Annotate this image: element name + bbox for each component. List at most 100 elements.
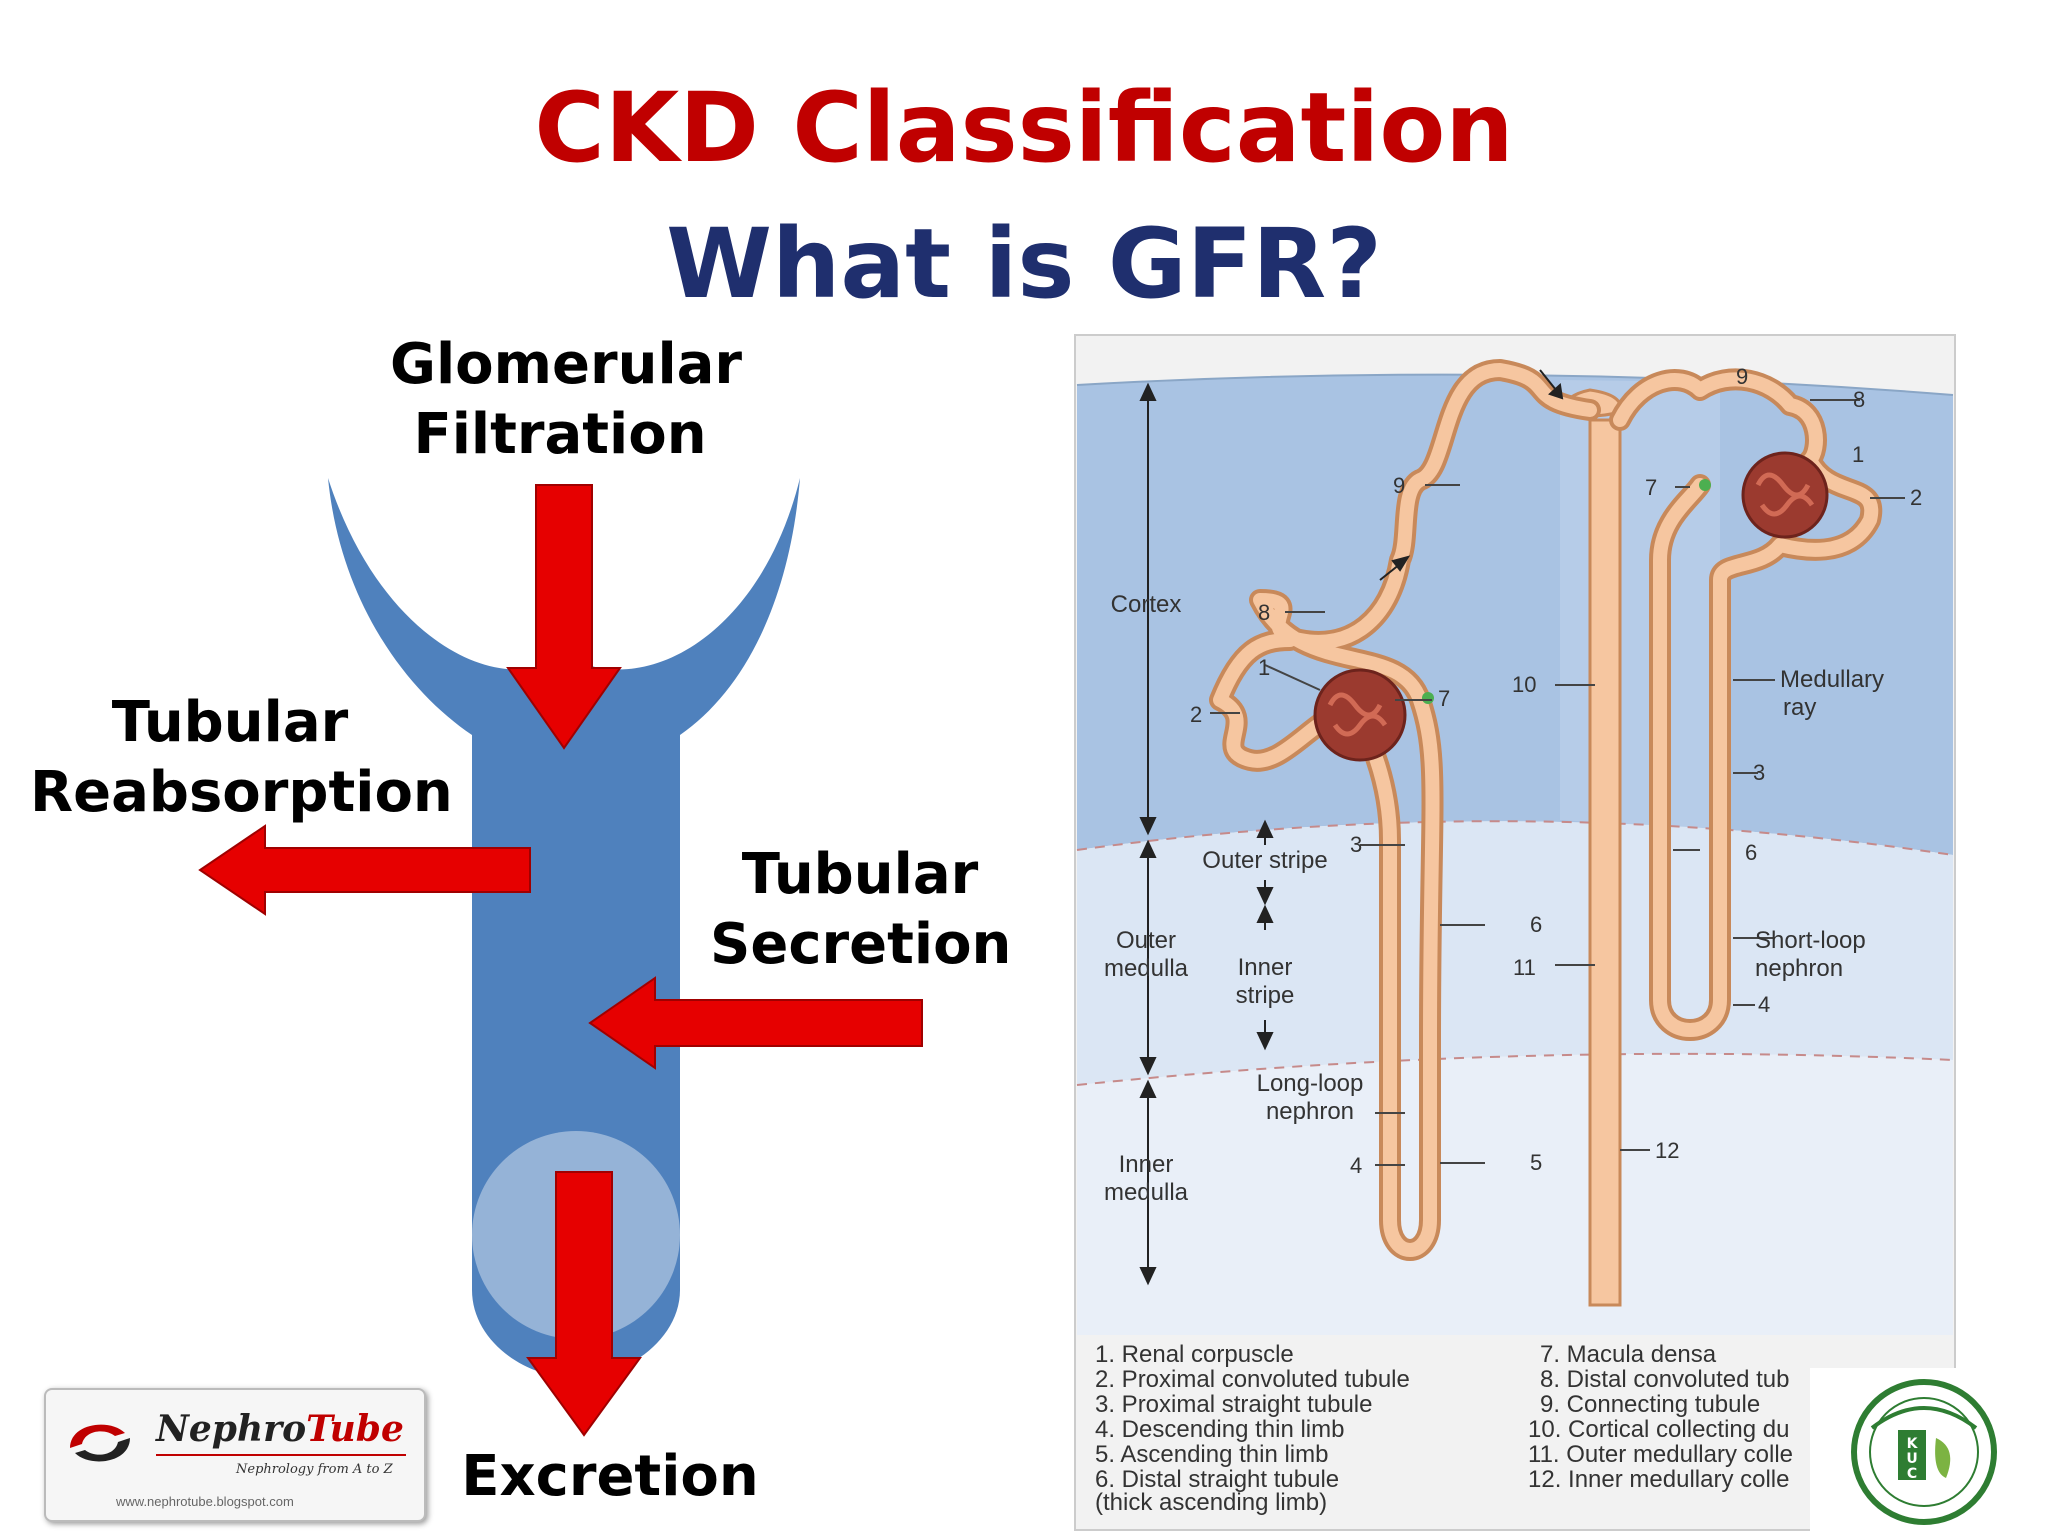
num-6-left: 6 (1530, 912, 1542, 937)
logo-divider (156, 1454, 406, 1456)
short-loop-nephron-outline (1609, 368, 1883, 1041)
kuc-letter-u: U (1906, 1451, 1917, 1467)
reabsorption-text: Tubular Reabsorption (30, 690, 453, 825)
kuc-letter-k: K (1907, 1436, 1919, 1452)
kuc-seal-icon: K U C (1851, 1379, 1997, 1525)
arrow-secretion (588, 976, 923, 1070)
legend-right-4: 10. Cortical collecting du (1528, 1416, 1789, 1443)
arrow-filtration (506, 484, 622, 750)
label-tubular-reabsorption: Tubular Reabsorption (30, 688, 453, 828)
num-3-right: 3 (1753, 760, 1765, 785)
medullary-ray-line1: Medullary (1780, 666, 1884, 693)
logo-tagline: Nephrology from A to Z (236, 1462, 393, 1477)
legend-left-3: 3. Proximal straight tubule (1095, 1391, 1372, 1418)
arrow-excretion (526, 1171, 642, 1437)
short-loop-line1: Short-loop (1755, 927, 1866, 954)
collecting-duct (1588, 418, 1622, 1307)
num-12: 12 (1655, 1138, 1679, 1163)
inner-medulla-line2: medulla (1104, 1179, 1189, 1206)
label-tubular-secretion: Tubular Secretion (710, 840, 1012, 980)
inner-stripe-line1: Inner (1238, 954, 1293, 981)
medullary-ray-line2: ray (1783, 694, 1816, 721)
num-6-right: 6 (1745, 840, 1757, 865)
number-labels: 8 2 1 7 9 10 3 6 11 4 5 12 6 3 4 9 8 1 2… (1190, 364, 1922, 1178)
figure-frame (1074, 334, 1956, 1531)
num-2-right: 2 (1910, 485, 1922, 510)
outer-medulla-region (1077, 821, 1953, 1085)
num-3-left: 3 (1350, 832, 1362, 857)
region-cortex: Cortex (1111, 591, 1182, 618)
medullary-ray-region (1560, 380, 1720, 830)
glomerular-text: Glomerular Filtration (390, 332, 743, 467)
short-loop-line2: nephron (1755, 955, 1843, 982)
leader-lines (1210, 399, 1905, 1166)
long-loop-nephron-fill (1213, 363, 1597, 1257)
long-loop-nephron-outline (1209, 359, 1601, 1261)
secretion-text: Tubular Secretion (710, 842, 1012, 977)
long-loop-line2: nephron (1266, 1098, 1354, 1125)
nephrotube-name: NephroTube (156, 1408, 404, 1450)
legend-left-5: 5. Ascending thin limb (1095, 1441, 1328, 1468)
legend-right-3: 9. Connecting tubule (1540, 1391, 1760, 1418)
long-loop-glomerulus (1327, 692, 1388, 737)
outer-medulla-line1: Outer (1116, 927, 1176, 954)
kuc-logo: K U C (1810, 1368, 2038, 1536)
num-2-left: 2 (1190, 702, 1202, 727)
num-1-right: 1 (1852, 442, 1864, 467)
short-loop-nephron-fill (1613, 372, 1879, 1037)
long-loop-corpuscle (1313, 668, 1407, 762)
label-glomerular-filtration: Glomerular Filtration (390, 330, 742, 470)
outer-medulla-line2: medulla (1104, 955, 1189, 982)
legend-left-1: 1. Renal corpuscle (1095, 1341, 1294, 1368)
legend-left-6: 6. Distal straight tubule (1095, 1466, 1339, 1493)
nephrotube-swirl-icon (70, 1424, 130, 1462)
label-excretion: Excretion (460, 1442, 760, 1512)
cortex-region (1077, 374, 1953, 855)
short-loop-glomerulus (1755, 472, 1815, 517)
short-loop-corpuscle (1741, 451, 1829, 539)
num-5: 5 (1530, 1150, 1542, 1175)
capsule-line (1076, 373, 1954, 396)
kuc-letter-c: C (1907, 1466, 1917, 1482)
arrow-reabsorption (198, 824, 531, 916)
pointer-arrows (1379, 369, 1564, 581)
logo-name-part1: Nephro (156, 1408, 307, 1450)
region-arrows (1139, 382, 1274, 1286)
num-7-left: 7 (1438, 686, 1450, 711)
num-8-left: 8 (1258, 600, 1270, 625)
inner-stripe-line2: stripe (1236, 982, 1295, 1009)
num-1-left: 1 (1258, 655, 1270, 680)
macula-densa-long (1422, 692, 1434, 704)
legend-left-4: 4. Descending thin limb (1095, 1416, 1344, 1443)
num-4-right: 4 (1758, 992, 1770, 1017)
logo-name-part2: Tube (306, 1408, 404, 1450)
inner-medulla-line1: Inner (1119, 1151, 1174, 1178)
legend-left-2: 2. Proximal convoluted tubule (1095, 1366, 1410, 1393)
slide-subtitle: What is GFR? (666, 208, 1382, 320)
macula-densa-short (1699, 479, 1711, 491)
legend-right-1: 7. Macula densa (1540, 1341, 1717, 1368)
legend-left: 1. Renal corpuscle 2. Proximal convolute… (1095, 1341, 1410, 1516)
legend-right: 7. Macula densa 8. Distal convoluted tub… (1528, 1341, 1793, 1493)
num-9-left: 9 (1393, 473, 1405, 498)
legend-right-2: 8. Distal convoluted tub (1540, 1366, 1789, 1393)
collecting-duct-top (1558, 388, 1623, 418)
num-9-right: 9 (1736, 364, 1748, 389)
gfr-schematic (198, 478, 923, 1437)
inner-medulla-region (1077, 1053, 1953, 1335)
logo-url: www.nephrotube.blogspot.com (116, 1494, 294, 1509)
nephrotube-logo: NephroTube Nephrology from A to Z www.ne… (44, 1388, 426, 1522)
num-11: 11 (1513, 955, 1536, 980)
excretion-text: Excretion (461, 1444, 759, 1509)
num-7-right: 7 (1645, 475, 1657, 500)
num-4-left: 4 (1350, 1153, 1362, 1178)
medulla-boundary-line (1076, 1052, 1954, 1086)
region-outer-stripe: Outer stripe (1202, 847, 1327, 874)
tube-body (328, 478, 800, 1378)
